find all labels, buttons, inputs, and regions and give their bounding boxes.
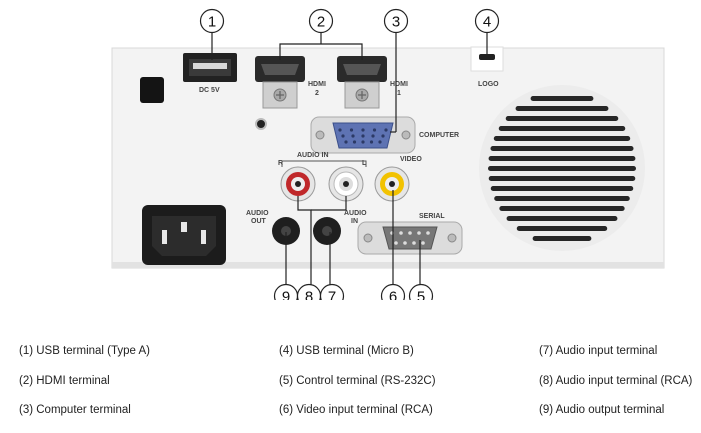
grille-slot bbox=[516, 226, 608, 231]
computer-vga-port bbox=[310, 116, 416, 154]
vga-pin bbox=[372, 128, 377, 132]
serial-pin bbox=[421, 241, 425, 245]
sensor-window bbox=[140, 77, 164, 103]
grille-slot bbox=[493, 136, 631, 141]
vga-pin bbox=[381, 134, 385, 138]
serial-pin bbox=[417, 231, 421, 235]
callout-9: 9 bbox=[273, 283, 299, 301]
callout-7: 7 bbox=[319, 283, 345, 301]
kensington-hole bbox=[255, 118, 267, 130]
grille-slot bbox=[499, 206, 625, 211]
audio-in-r-label: R bbox=[278, 160, 283, 167]
svg-text:6: 6 bbox=[389, 289, 397, 301]
legend-item-8: (8) Audio input terminal (RCA) bbox=[539, 375, 693, 387]
vga-pin bbox=[349, 128, 354, 132]
callout-lines bbox=[211, 33, 488, 285]
vga-pin bbox=[378, 140, 382, 144]
rca-red-jack bbox=[280, 166, 316, 202]
svg-text:3: 3 bbox=[392, 14, 400, 31]
callout-6: 6 bbox=[380, 283, 406, 301]
computer-label: COMPUTER bbox=[419, 132, 459, 139]
serial-pin bbox=[408, 231, 412, 235]
vga-pin bbox=[361, 128, 365, 132]
panel-shadow bbox=[112, 262, 664, 268]
dc5v-label: DC 5V bbox=[199, 87, 220, 94]
vga-pin bbox=[369, 140, 374, 144]
callout-2: 2 bbox=[308, 8, 334, 34]
legend-item-1: (1) USB terminal (Type A) bbox=[19, 345, 151, 357]
hdmi-1-port bbox=[337, 56, 387, 109]
vga-pin bbox=[351, 134, 355, 138]
legend-item-6: (6) Video input terminal (RCA) bbox=[279, 404, 433, 416]
vga-pin bbox=[344, 140, 348, 144]
grille-slot bbox=[515, 106, 609, 111]
grille-slot bbox=[498, 126, 626, 131]
rear-panel-diagram: DC 5V HDMI 2 HDMI 1 LOGO COMPUTER AUDIO … bbox=[111, 8, 665, 301]
audio-out-label-top: AUDIO bbox=[246, 210, 269, 217]
power-inlet bbox=[142, 205, 226, 265]
audio-in-jack bbox=[313, 217, 341, 245]
audio-out-label-bottom: OUT bbox=[251, 218, 267, 225]
hdmi1-label-bottom: 1 bbox=[397, 90, 401, 97]
grille-slot bbox=[490, 146, 634, 151]
grille-slot bbox=[488, 166, 636, 171]
grille-slot bbox=[488, 176, 636, 181]
svg-text:4: 4 bbox=[483, 14, 491, 31]
grille-slot bbox=[494, 196, 630, 201]
vga-pin bbox=[341, 134, 345, 138]
hdmi1-label-top: HDMI bbox=[390, 81, 408, 88]
callout-1: 1 bbox=[199, 8, 225, 34]
vga-pin bbox=[371, 134, 375, 138]
audio-in-bracket bbox=[281, 160, 367, 167]
legend-item-7: (7) Audio input terminal bbox=[539, 345, 658, 357]
vga-pin bbox=[352, 140, 357, 144]
audio-in-rca-label: AUDIO IN bbox=[297, 152, 329, 159]
vga-pin bbox=[361, 140, 365, 144]
legend-item-5: (5) Control terminal (RS-232C) bbox=[279, 375, 436, 387]
legend-item-2: (2) HDMI terminal bbox=[19, 375, 110, 387]
audio-out-jack bbox=[272, 217, 300, 245]
callout-4: 4 bbox=[474, 8, 500, 34]
hdmi2-label-top: HDMI bbox=[308, 81, 326, 88]
speaker-grille bbox=[479, 85, 645, 251]
svg-text:8: 8 bbox=[305, 289, 313, 301]
vga-pin bbox=[338, 128, 342, 132]
svg-text:2: 2 bbox=[317, 14, 325, 31]
grille-slot bbox=[530, 96, 594, 101]
audio-in2-label-top: AUDIO bbox=[344, 210, 367, 217]
callout-3: 3 bbox=[383, 8, 409, 34]
serial-pin bbox=[403, 241, 407, 245]
callout-8: 8 bbox=[296, 283, 322, 301]
serial-pin bbox=[394, 241, 398, 245]
legend-item-9: (9) Audio output terminal bbox=[539, 404, 665, 416]
vga-pin bbox=[384, 128, 388, 132]
svg-text:7: 7 bbox=[328, 289, 336, 301]
serial-label: SERIAL bbox=[419, 213, 445, 220]
legend-item-3: (3) Computer terminal bbox=[19, 404, 131, 416]
grille-slot bbox=[490, 186, 634, 191]
serial-pin bbox=[412, 241, 416, 245]
grille-slot bbox=[506, 216, 618, 221]
grille-slot bbox=[488, 156, 636, 161]
legend-item-4: (4) USB terminal (Micro B) bbox=[279, 345, 414, 357]
hdmi2-label-bottom: 2 bbox=[315, 90, 319, 97]
audio-in2-label-bottom: IN bbox=[351, 218, 358, 225]
callout-5: 5 bbox=[408, 283, 434, 301]
serial-pin bbox=[426, 231, 430, 235]
hdmi-2-port bbox=[255, 56, 305, 109]
serial-port bbox=[357, 221, 463, 255]
grille-slot bbox=[505, 116, 619, 121]
usb-a-port bbox=[183, 53, 237, 82]
audio-in-l-label: L bbox=[362, 160, 367, 167]
rca-white-jack bbox=[328, 166, 364, 202]
svg-text:1: 1 bbox=[208, 14, 216, 31]
svg-text:5: 5 bbox=[417, 289, 425, 301]
grille-slot bbox=[532, 236, 592, 241]
video-label: VIDEO bbox=[400, 156, 422, 163]
serial-pin bbox=[399, 231, 403, 235]
vga-pin bbox=[361, 134, 365, 138]
svg-text:9: 9 bbox=[282, 289, 290, 301]
logo-label: LOGO bbox=[478, 81, 499, 88]
rca-yellow-jack bbox=[374, 166, 410, 202]
